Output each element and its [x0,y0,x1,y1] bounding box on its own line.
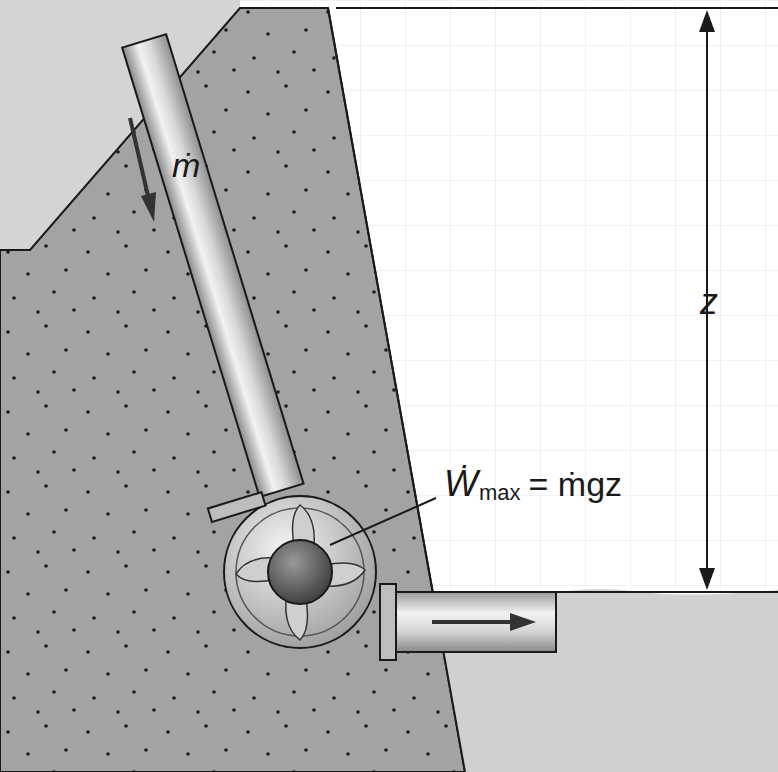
height-symbol: z [700,284,718,320]
subscript: max [479,482,521,504]
mass-flow-symbol: ṁ [172,148,200,182]
work-symbol: Ẇ [444,466,478,502]
work-formula: = ṁgz [529,467,623,501]
